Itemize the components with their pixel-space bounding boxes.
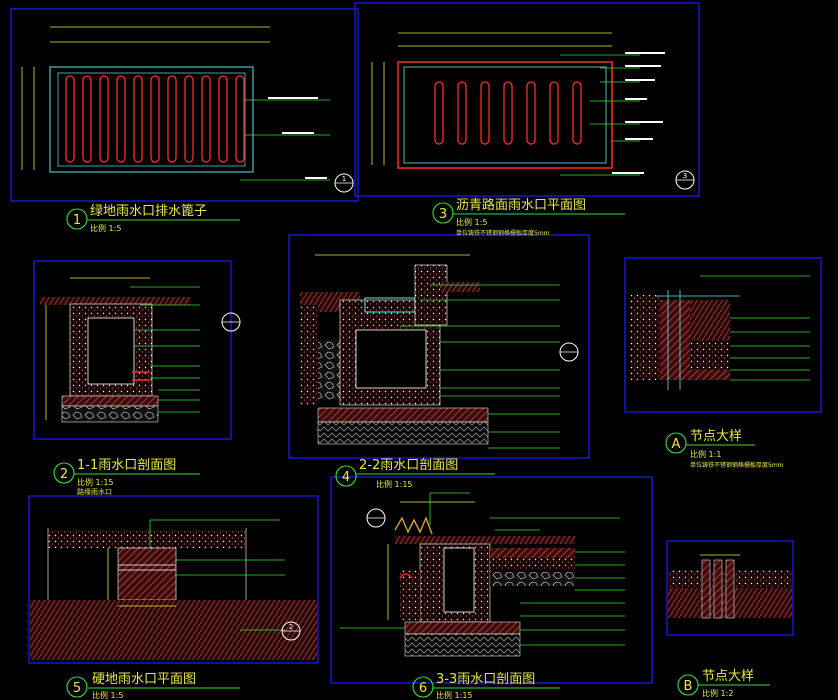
panel-b-detail <box>666 540 794 636</box>
section-marker-label: 3 <box>683 172 687 180</box>
drawing-number-circle <box>66 208 88 230</box>
drawing-scale: 比例 1:1 <box>690 449 721 459</box>
panel-1-grate-plan <box>10 8 359 202</box>
title-block-5: 5 硬地雨水口平面图 比例 1:5 <box>66 672 240 700</box>
panel-a-detail <box>624 257 822 413</box>
panel-2-section-1-1 <box>33 260 241 440</box>
title-block-1: 1 绿地雨水口排水篦子 比例 1:5 <box>66 204 240 233</box>
title-block-2: 2 1-1雨水口剖面图 比例 1:15 路缘雨水口 <box>53 458 200 496</box>
drawing-number: 1 <box>73 213 81 228</box>
drawing-number-circle <box>432 202 454 224</box>
drawing-title: 节点大样 <box>690 429 742 444</box>
drawing-scale: 比例 1:15 <box>376 479 413 489</box>
panel-5-hard-plan <box>28 495 319 664</box>
panel-3-asphalt-plan <box>354 2 700 197</box>
section-marker-label: 2 <box>289 623 293 631</box>
title-block-3: 3 沥青路面雨水口平面图 比例 1:5 单位铸铁不锈钢钢格栅板厚度5mm <box>432 197 625 237</box>
drawing-scale: 比例 1:5 <box>92 690 123 700</box>
drawing-title: 硬地雨水口平面图 <box>92 672 196 687</box>
drawing-number-circle <box>412 676 434 698</box>
drawing-title: 节点大样 <box>702 669 754 684</box>
drawing-note: 路缘雨水口 <box>77 487 112 496</box>
drawing-scale: 比例 1:5 <box>456 217 487 227</box>
drawing-number: 4 <box>342 470 350 485</box>
drawing-scale: 比例 1:15 <box>77 477 114 487</box>
title-block-4: 4 2-2雨水口剖面图 比例 1:15 <box>335 458 495 489</box>
drawing-number-circle <box>53 462 75 484</box>
drawing-title: 3-3雨水口剖面图 <box>436 672 535 687</box>
drawing-scale: 比例 1:15 <box>436 690 473 700</box>
title-block-6: 6 3-3雨水口剖面图 比例 1:15 <box>412 672 560 700</box>
drawing-note: 单位铸铁不锈钢钢格栅板厚度5mm <box>690 461 784 469</box>
drawing-scale: 比例 1:5 <box>90 223 121 233</box>
drawing-title: 绿地雨水口排水篦子 <box>90 204 207 219</box>
drawing-scale: 比例 1:2 <box>702 688 733 698</box>
title-block-b: B 节点大样 比例 1:2 <box>677 669 770 698</box>
drawing-number: B <box>684 679 693 694</box>
drawing-number-circle <box>665 432 687 454</box>
panel-1-leader-labels <box>268 97 327 179</box>
drawing-number-circle <box>66 676 88 698</box>
drawing-title: 沥青路面雨水口平面图 <box>456 197 586 213</box>
section-marker-label: 1 <box>342 175 346 183</box>
title-block-a: A 节点大样 比例 1:1 单位铸铁不锈钢钢格栅板厚度5mm <box>665 429 784 469</box>
drawing-number: 6 <box>419 681 427 696</box>
panel-4-section-2-2 <box>288 234 590 459</box>
drawing-number: 3 <box>439 207 447 222</box>
drawing-number: A <box>672 437 681 452</box>
drawing-number-circle <box>335 465 357 487</box>
drawing-note: 单位铸铁不锈钢钢格栅板厚度5mm <box>456 229 550 237</box>
drawing-number: 2 <box>60 467 68 482</box>
drawing-number: 5 <box>73 681 81 696</box>
drawing-title: 1-1雨水口剖面图 <box>77 458 176 473</box>
drawing-title: 2-2雨水口剖面图 <box>359 458 458 473</box>
panel-6-section-3-3 <box>330 476 653 684</box>
